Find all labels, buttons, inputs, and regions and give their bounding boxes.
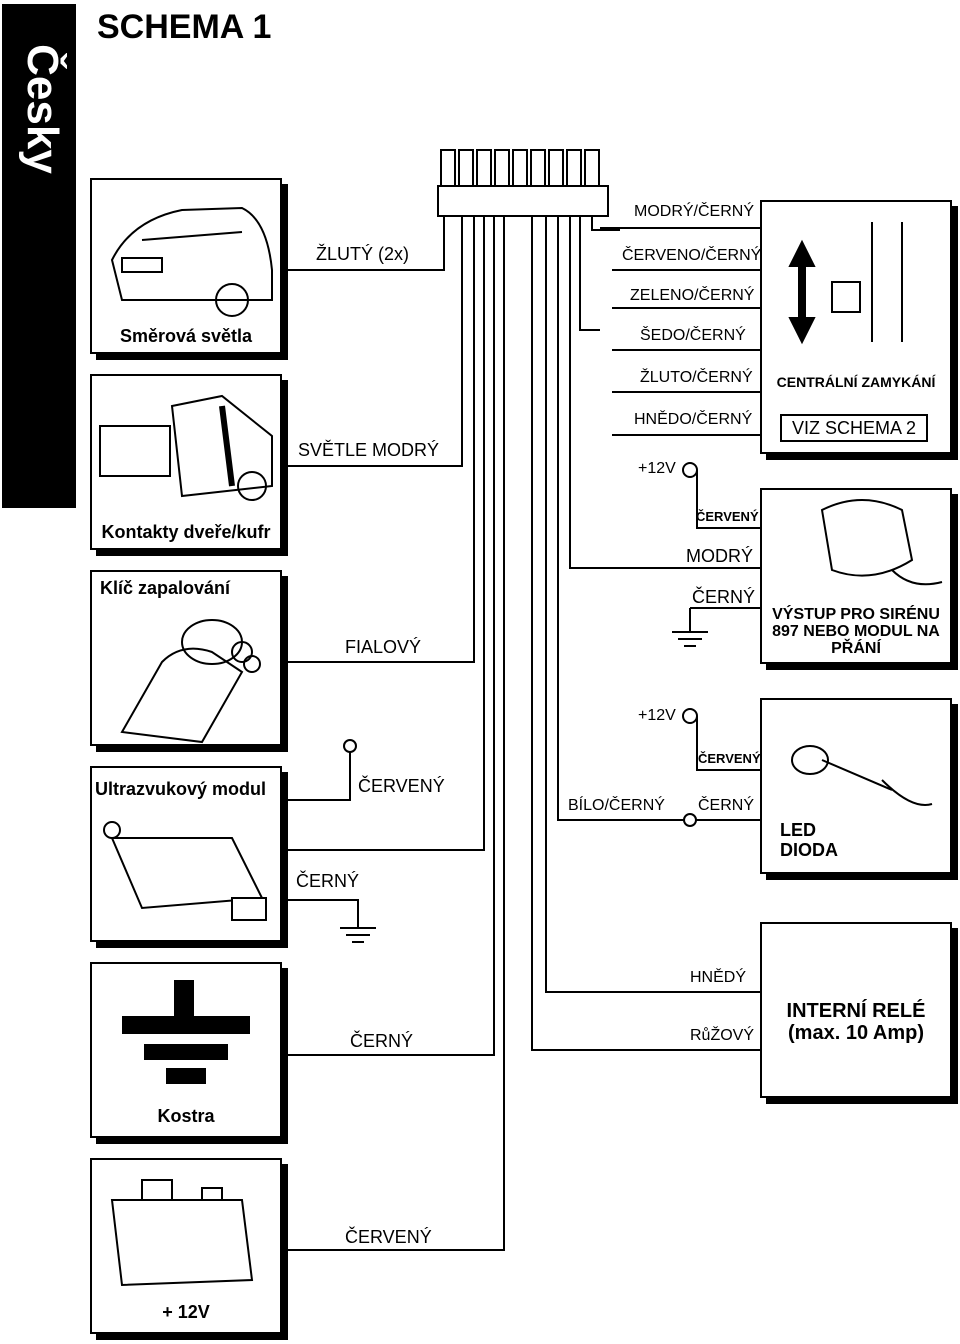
battery-caption: + 12V [162,1302,210,1322]
wire-label-led-black: ČERNÝ [698,797,755,814]
wire-green-black [579,216,600,331]
wire-label-blue-black: MODRÝ/ČERNÝ [634,203,755,220]
led-icon [791,745,933,806]
central-locking-caption: CENTRÁLNÍ ZAMYKÁNÍ [776,374,936,390]
door-lock-icon [788,222,903,345]
ground-symbol-icon [122,980,250,1084]
wire-label-plus12-a: +12V [638,460,676,477]
ground-box: Kostra [90,962,282,1138]
wire-label-ground-black: ČERNÝ [350,1031,414,1051]
car-door-icon [99,394,273,501]
relay-caption: INTERNÍ RELÉ (max. 10 Amp) [786,1000,926,1044]
wire-label-green-black: ZELENO/ČERNÝ [630,287,755,304]
see-schema-label: VIZ SCHEMA 2 [780,414,929,442]
wire-label-us-red: ČERVENÝ [358,776,445,796]
wire-label-pink: RůŽOVÝ [690,1027,755,1044]
wire-white-black [557,216,685,821]
page-title: SCHEMA 1 [97,8,272,46]
door-contacts-caption: Kontakty dveře/kufr [101,522,271,542]
wire-ultrasonic [288,216,485,851]
language-tab [2,4,76,508]
connector-body [437,185,609,217]
wire-ground-black [288,216,495,1056]
relay-box: INTERNÍ RELÉ (max. 10 Amp) [760,922,952,1098]
wire-label-siren-black: ČERNÝ [692,587,756,607]
wire-label-grey-black: ŠEDO/ČERNÝ [640,327,746,344]
door-contacts-box: Kontakty dveře/kufr [90,374,282,550]
turn-lights-box: Směrová světla [90,178,282,354]
battery-icon [110,1179,254,1287]
wire-pink [531,216,760,1051]
battery-box: + 12V [90,1158,282,1334]
wire-label-led-red: ČERVENÝ [698,751,761,766]
wire-label-siren-blue: MODRÝ [686,546,753,566]
wire-label-brown-black: HNĚDO/ČERNÝ [634,411,753,428]
wire-label-yellow: ŽLUTÝ (2x) [316,244,410,264]
wire-us-black [288,899,359,928]
wire-label-red-black: ČERVENO/ČERNÝ [622,247,762,264]
wire-siren-blue [569,216,760,569]
central-locking-box: CENTRÁLNÍ ZAMYKÁNÍ VIZ SCHEMA 2 [760,200,952,454]
wire-light-blue [288,216,463,467]
wire-label-battery-red: ČERVENÝ [345,1227,432,1247]
ultrasonic-module-icon [103,821,267,921]
wire-label-us-black: ČERNÝ [296,871,360,891]
wire-battery-red [288,216,505,1251]
led-caption: LED DIODA [780,820,838,860]
siren-box: VÝSTUP PRO SIRÉNU 897 NEBO MODUL NA PŘÁN… [760,488,952,664]
wire-us-red [288,752,351,801]
wire-brown [545,216,760,993]
wire-violet [288,216,475,663]
wire-label-siren-red: ČERVENÝ [696,509,759,524]
wire-label-light-blue: SVĚTLE MODRÝ [298,440,440,460]
siren-icon [820,499,943,586]
connector-pins [440,149,600,187]
wire-label-plus12-b: +12V [638,707,676,724]
turn-lights-caption: Směrová světla [119,326,253,346]
wire-blue-black-stub [591,216,620,231]
ground-caption: Kostra [157,1106,215,1126]
ultrasonic-box: Ultrazvukový modul [90,766,282,942]
ultrasonic-caption: Ultrazvukový modul [94,779,266,799]
ignition-caption: Klíč zapalování [100,578,231,598]
wire-label-white-black: BÍLO/ČERNÝ [568,797,665,814]
wire-label-violet: FIALOVÝ [345,637,422,657]
wire-yellow [288,216,445,271]
ignition-box: Klíč zapalování [90,570,282,746]
wire-label-brown: HNĚDÝ [690,969,747,986]
car-front-icon [110,206,273,317]
siren-caption: VÝSTUP PRO SIRÉNU 897 NEBO MODUL NA PŘÁN… [772,606,940,657]
ignition-key-icon [120,619,261,744]
led-box: LED DIODA [760,698,952,874]
wire-label-yellow-black: ŽLUTO/ČERNÝ [640,369,753,386]
